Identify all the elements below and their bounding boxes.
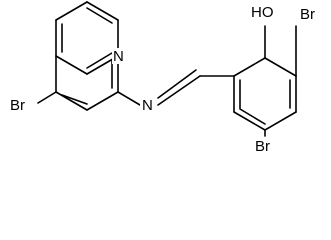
label-background xyxy=(140,97,156,113)
imine-double-bond xyxy=(157,69,197,99)
bond xyxy=(233,111,266,131)
bond xyxy=(264,111,297,131)
bond-c8-n xyxy=(117,91,141,106)
phenol-ring xyxy=(233,57,297,131)
bond xyxy=(55,91,88,111)
pyridine-ring xyxy=(55,1,119,75)
br-phenol-para-label: Br xyxy=(255,138,270,155)
molecule-structure: N N Br HO Br Br xyxy=(10,1,315,155)
double-bond-inner xyxy=(86,52,113,69)
imine-double-bond xyxy=(157,75,201,106)
benzo-ring xyxy=(55,55,119,111)
bond xyxy=(86,91,119,111)
bond xyxy=(86,1,119,21)
hydroxyl-label: HO xyxy=(251,4,274,21)
bond xyxy=(264,57,297,77)
br-phenol-ortho-label: Br xyxy=(300,6,315,23)
bond xyxy=(233,57,266,77)
bond-to-br xyxy=(37,91,57,104)
double-bond-inner xyxy=(61,94,88,105)
imine-n-label: N xyxy=(142,97,153,114)
label-background xyxy=(112,48,126,64)
double-bond-inner xyxy=(239,108,266,125)
br-quinoline-label: Br xyxy=(10,97,25,114)
bond xyxy=(55,55,88,75)
bond xyxy=(55,1,88,21)
double-bond-inner xyxy=(86,7,113,24)
quinoline-n-label: N xyxy=(113,48,124,65)
